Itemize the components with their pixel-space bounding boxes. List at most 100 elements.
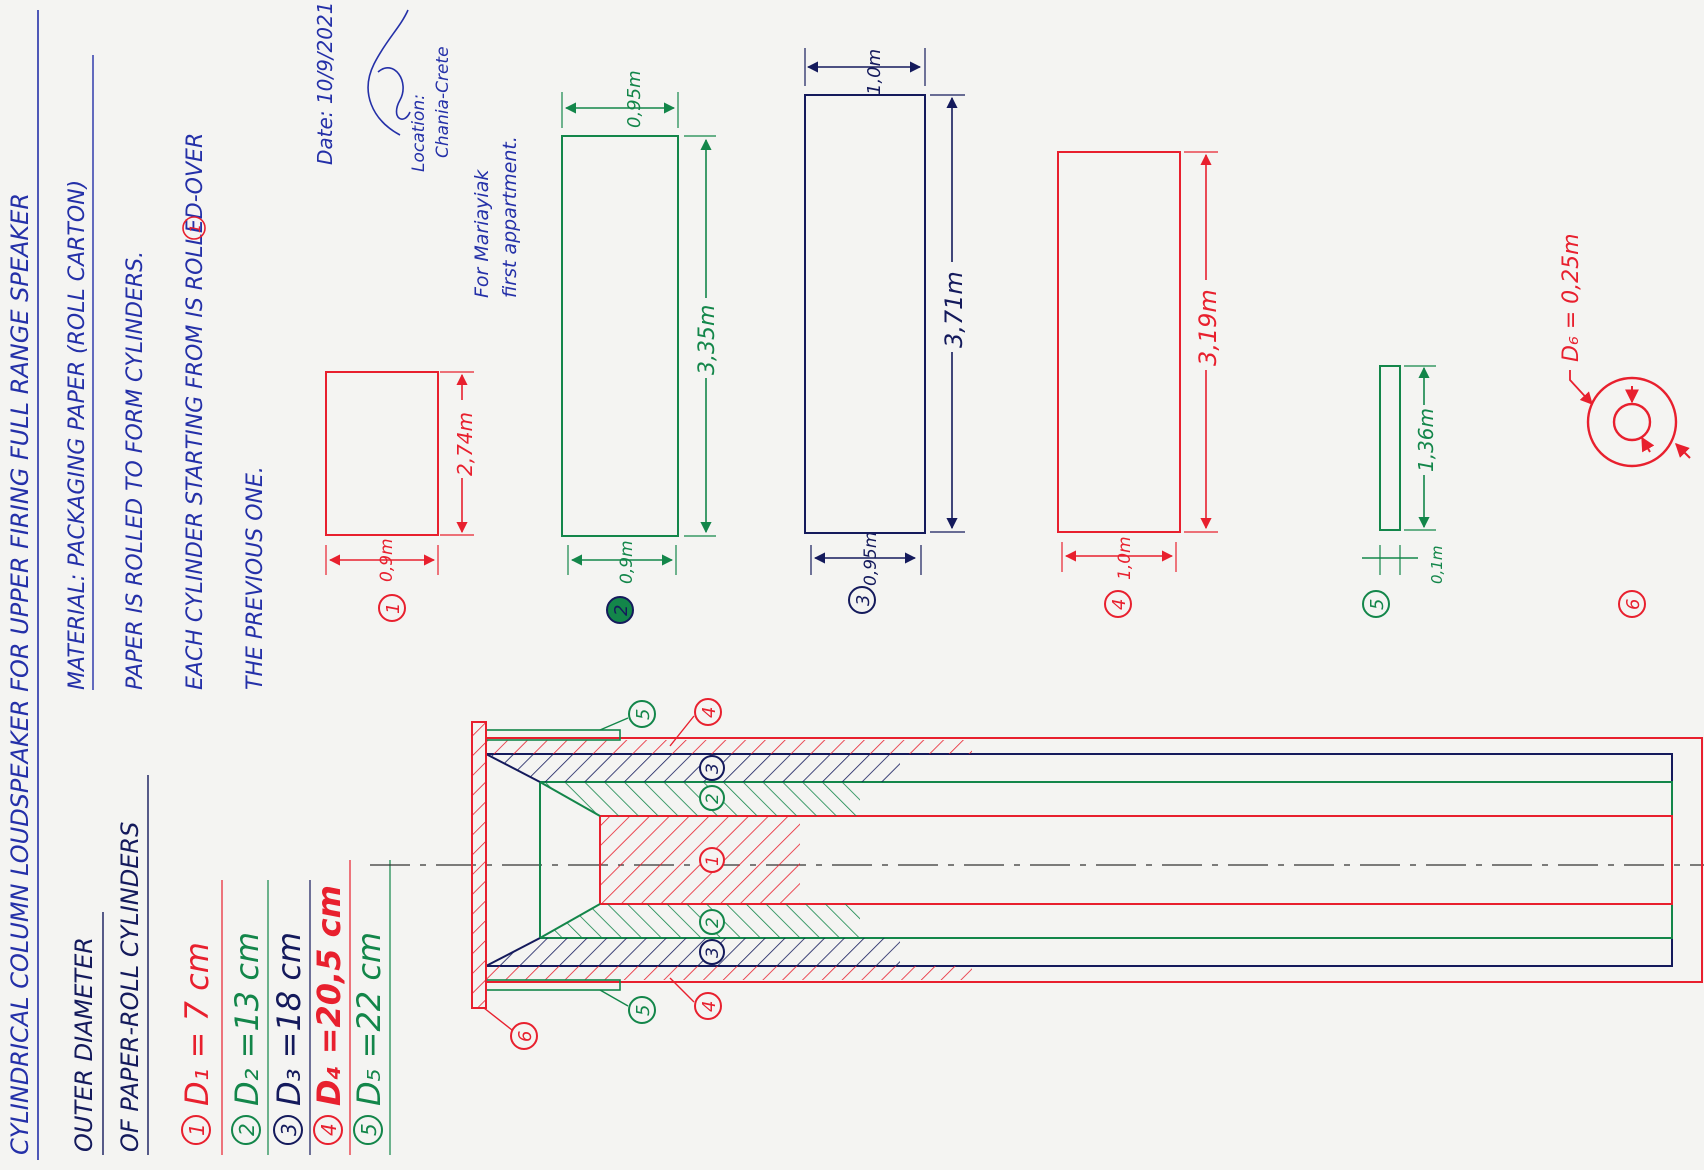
sheet-3-rect xyxy=(804,94,926,534)
cone-edge-2-upper xyxy=(539,781,601,817)
sheet-1-num-circle xyxy=(378,594,406,622)
cross-section xyxy=(370,721,1704,1009)
sheet-1-rect xyxy=(325,371,439,536)
callout-lower-6-leader xyxy=(483,1007,513,1031)
callout-upper-4 xyxy=(694,698,722,726)
sheet-2-num-circle xyxy=(606,596,634,624)
callout-upper-2-label: 2 xyxy=(703,793,723,804)
sheet-3-length-label-bg xyxy=(940,262,966,352)
sheet-6-outer-ring xyxy=(1586,376,1678,468)
paper-rolled-text: PAPER IS ROLLED TO FORM CYLINDERS. xyxy=(123,251,148,690)
diameter-heading-2: OF PAPER-ROLL CYLINDERS xyxy=(116,822,144,1152)
cone-edge-2-lower xyxy=(539,903,601,939)
title-text: CYLINDRICAL COLUMN LOUDSPEAKER FOR UPPER… xyxy=(6,193,34,1155)
sheet-4-length: 3,19m xyxy=(1194,289,1222,366)
callout-upper-3-label: 3 xyxy=(703,763,723,774)
header-circled-1 xyxy=(182,216,206,240)
sheet-5-num-circle xyxy=(1362,590,1390,618)
hatch-4-lower xyxy=(486,966,972,980)
sheet-5: 1,36m 0,1m 5 xyxy=(1362,365,1446,618)
callout-upper-4-leader xyxy=(669,715,695,747)
diameter-item-4-num: 4 xyxy=(317,1123,341,1136)
sheet-2-top-width: 0,95m xyxy=(624,70,645,128)
diameter-item-5-num: 5 xyxy=(357,1123,381,1136)
callout-lower-4-leader xyxy=(669,977,695,1003)
diameter-item-5-text: D₅ =22 cm xyxy=(350,932,388,1106)
callout-center-1-label: 1 xyxy=(703,855,723,866)
diameter-item-2-text: D₂ =13 cm xyxy=(228,932,266,1106)
diameter-item-1-num: 1 xyxy=(185,1123,209,1136)
sheet-6-inner-arrow-bottom xyxy=(1641,436,1655,453)
callout-lower-3 xyxy=(699,939,725,965)
callout-lower-4 xyxy=(694,992,722,1020)
sheet-6-leader xyxy=(1569,370,1593,405)
date-text: Date: 10/9/2021 xyxy=(313,2,337,165)
sheet-2-width: 0,9m xyxy=(617,540,637,584)
sheet-1-length: 2,74m xyxy=(453,412,477,476)
callout-upper-4-label: 4 xyxy=(699,707,720,718)
diameter-item-2-num: 2 xyxy=(235,1123,259,1136)
callout-center-1 xyxy=(699,847,725,873)
cylinder-start-text: EACH CYLINDER STARTING FROM IS ROLLED-OV… xyxy=(183,133,208,690)
callout-upper-5-leader xyxy=(599,717,629,731)
sheet-4-rect xyxy=(1057,151,1181,533)
sheet-4-num-circle xyxy=(1104,590,1132,618)
header-notes: CYLINDRICAL COLUMN LOUDSPEAKER FOR UPPER… xyxy=(6,10,268,1160)
sheet-4-width: 1,0m xyxy=(1115,536,1135,580)
sheet-6-num-circle xyxy=(1618,590,1646,618)
sheet-6-inner-ring xyxy=(1612,402,1652,442)
sheet-5-rect xyxy=(1379,365,1401,531)
callout-lower-5 xyxy=(628,996,656,1024)
diameter-legend: OUTER DIAMETER OF PAPER-ROLL CYLINDERS 1… xyxy=(70,775,391,1155)
callout-upper-2 xyxy=(699,785,725,811)
base-plate-6 xyxy=(471,721,487,1009)
sheet-2-length: 3,35m xyxy=(695,305,720,375)
sheet-6-diameter: D₆ = 0,25m xyxy=(1559,233,1584,362)
callout-upper-5-label: 5 xyxy=(633,709,654,720)
diameter-item-4: 4 D₄ =20,5 cm xyxy=(310,885,348,1145)
diameter-item-2: 2 D₂ =13 cm xyxy=(228,932,266,1145)
diameter-item-5-circle xyxy=(353,1115,383,1145)
sheet-2-length-label-bg xyxy=(694,298,720,378)
material-text: MATERIAL: PACKAGING PAPER (ROLL CARTON) xyxy=(65,180,90,690)
callout-upper-5 xyxy=(628,700,656,728)
callout-lower-6 xyxy=(510,1022,538,1050)
sheet-3-num-circle xyxy=(848,586,876,614)
sheet-5-length-label-bg xyxy=(1412,405,1438,475)
cone-edge-3-upper xyxy=(485,753,541,783)
sheet-1-length-label-bg xyxy=(450,400,476,478)
diameter-item-3-circle xyxy=(273,1115,303,1145)
header-circled-1-label: 1 xyxy=(188,224,204,233)
hatch-3-lower xyxy=(486,938,900,966)
diameter-item-2-circle xyxy=(231,1115,261,1145)
sheet-1-num: 1 xyxy=(383,603,404,614)
sheet-6: D₆ = 0,25m 6 xyxy=(1559,233,1691,618)
callout-lower-5-leader xyxy=(599,989,629,1007)
callout-upper-3 xyxy=(699,755,725,781)
sheet-3-num: 3 xyxy=(853,595,874,606)
note-line1: For Mariayiak xyxy=(471,169,493,298)
sheet-4: 3,19m 1,0m 4 xyxy=(1057,151,1222,618)
diameter-item-1: 1 D₁ = 7 cm xyxy=(178,942,216,1145)
diameter-item-5: 5 D₅ =22 cm xyxy=(350,932,388,1145)
diameter-item-3-num: 3 xyxy=(277,1123,301,1136)
callout-lower-2-label: 2 xyxy=(703,917,723,928)
callout-lower-6-label: 6 xyxy=(515,1031,536,1042)
diameter-item-4-text: D₄ =20,5 cm xyxy=(310,885,348,1106)
diameter-item-1-circle xyxy=(181,1115,211,1145)
sheet-5-width: 0,1m xyxy=(1428,546,1446,584)
sheet-3-top-width: 1,0m xyxy=(864,49,885,95)
signature xyxy=(367,9,411,136)
sheet-5-length: 1,36m xyxy=(1414,408,1438,472)
section-callouts: 5 4 3 2 1 3 2 5 4 6 xyxy=(483,698,725,1050)
diameter-heading-1: OUTER DIAMETER xyxy=(70,937,98,1152)
callout-lower-2 xyxy=(699,909,725,935)
callout-lower-4-label: 4 xyxy=(699,1001,720,1012)
sheet-5-num: 5 xyxy=(1367,599,1388,610)
date-block: Date: 10/9/2021 Location: Chania-Crete F… xyxy=(313,2,521,298)
diameter-item-3: 3 D₃ =18 cm xyxy=(270,932,308,1145)
sheet-3-length: 3,71m xyxy=(940,271,968,348)
sheet-2: 0,95m 3,35m 0,9m 2 xyxy=(561,70,720,624)
sheet-3-width: 0,95m xyxy=(861,532,881,586)
